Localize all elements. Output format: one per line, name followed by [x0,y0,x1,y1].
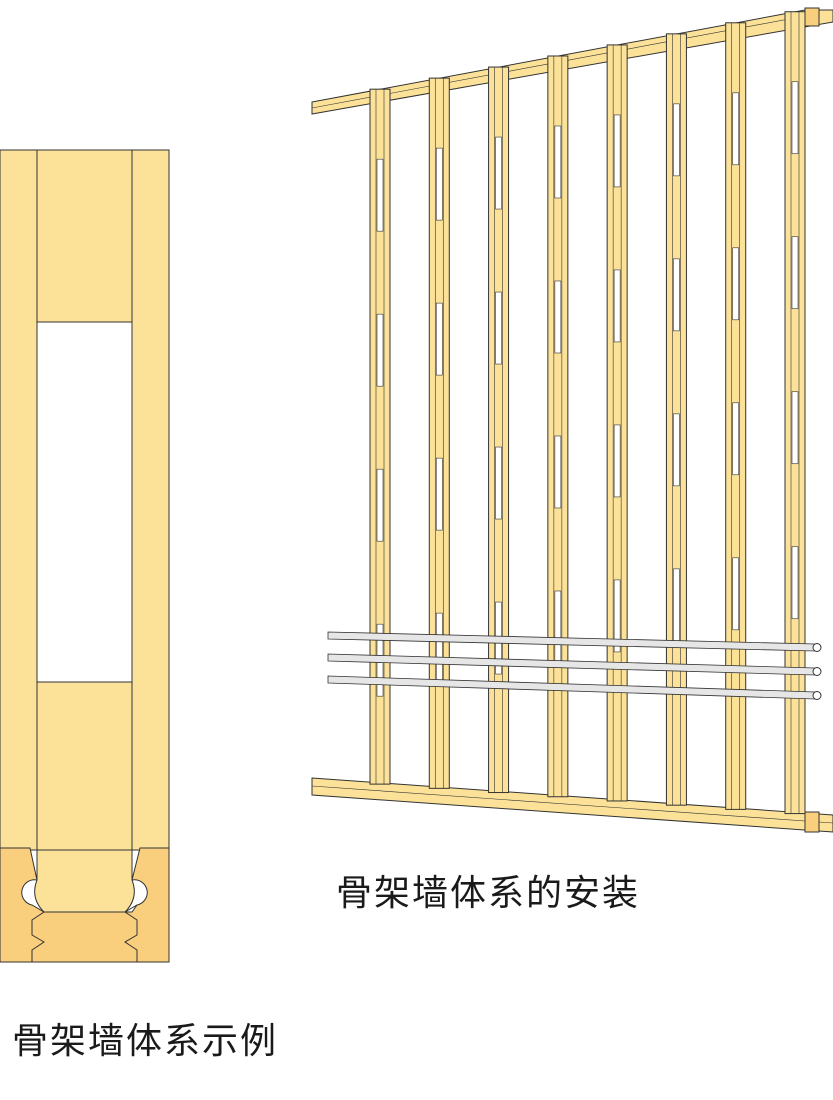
stud-slot [376,313,384,387]
stud [369,88,391,785]
stud [725,22,747,810]
pipe [327,653,822,676]
bottom-plate-end [804,811,820,833]
stud-slot [435,147,443,221]
stud [428,77,450,789]
top-plate-end [804,7,820,27]
stud-slot [732,247,740,321]
left-panel-strip [0,149,38,851]
system-example-caption: 骨架墙体系示例 [12,1021,279,1062]
stud-slot [554,590,562,664]
wall-system-detail [0,149,170,963]
stud-slot [495,446,502,520]
stud-slot [554,435,562,509]
stud-slot [673,413,680,487]
stud-slot [673,103,680,177]
stud [547,55,569,798]
stud [665,33,687,806]
base-track [0,847,170,963]
stud-slot [613,424,621,498]
frame-wall-installation [311,7,833,833]
stud-slot [732,402,740,476]
stud-tongue [34,849,135,913]
stud-slot [791,391,799,465]
pipe [327,631,822,652]
stud-opening [36,321,133,683]
stud-slot [791,81,799,155]
stud-slot [495,291,502,365]
stud-slot [554,280,562,354]
stud-slot [435,612,443,686]
stud-slot [613,579,621,653]
studs-group [369,11,806,815]
stud-slot [435,302,443,376]
stud-slot [791,236,799,310]
stud-slot [435,457,443,531]
stud-slot [613,269,621,343]
stud-slot [495,136,502,210]
stud-slot [791,546,799,620]
stud-slot [376,158,384,232]
bottom-plate [311,777,833,833]
stud [784,11,806,815]
right-panel-strip [131,149,170,851]
frame-install-caption: 骨架墙体系的安装 [336,873,641,914]
pipes-group [327,631,822,700]
stud-slot [732,557,740,631]
stud-slot [732,92,740,166]
stud [488,66,510,794]
stud-slot [613,114,621,188]
stud-slot [554,125,562,199]
stud-slot [376,468,384,542]
stud [606,44,628,802]
pipe [327,675,822,700]
stud-slot [673,258,680,332]
stud-slot [673,568,680,642]
